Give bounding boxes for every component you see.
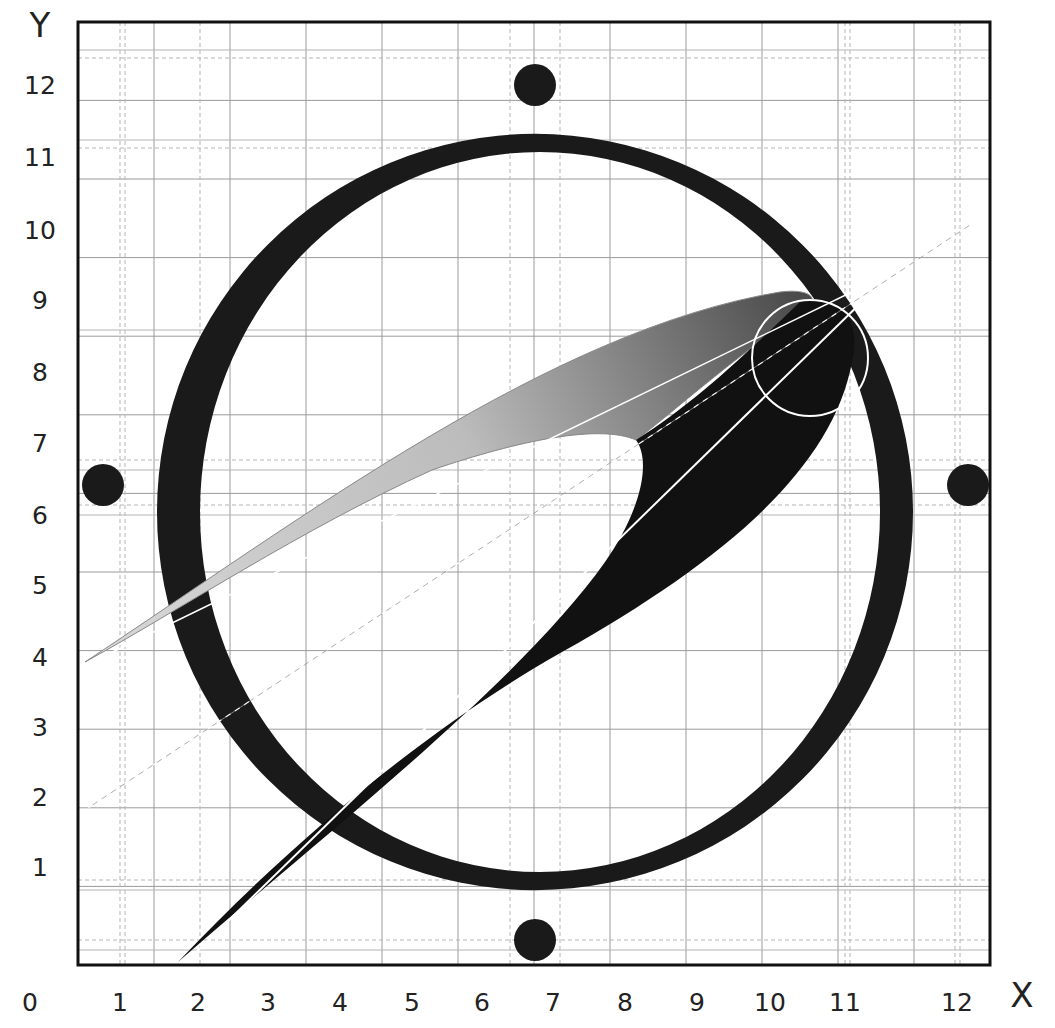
tick-number: 2 — [190, 990, 206, 1015]
grid-line — [78, 58, 990, 59]
grid-line — [78, 460, 990, 461]
grid-line — [850, 22, 851, 965]
tick-number: 8 — [617, 990, 633, 1015]
grid-lines — [78, 22, 990, 965]
registration-dot — [514, 919, 556, 961]
grid-line — [78, 515, 990, 516]
grid-line — [78, 257, 990, 258]
grid-line — [78, 179, 990, 180]
tick-number: 4 — [32, 645, 48, 670]
tick-number: 11 — [24, 145, 56, 170]
construction-circle — [752, 300, 868, 416]
construction-line — [182, 292, 872, 966]
construction-line — [88, 288, 860, 664]
grid-line — [78, 505, 990, 506]
tick-number: 4 — [332, 990, 348, 1015]
grid-line — [78, 470, 990, 471]
registration-dot — [82, 464, 124, 506]
axis-label: X — [1010, 978, 1033, 1012]
tick-number: 9 — [689, 990, 705, 1015]
registration-dot — [947, 464, 989, 506]
grid-line — [125, 22, 126, 965]
tick-number: 3 — [32, 715, 48, 740]
tick-number: 7 — [545, 990, 561, 1015]
tick-number: 0 — [22, 990, 38, 1015]
tick-number: 8 — [32, 360, 48, 385]
tick-number: 1 — [32, 855, 48, 880]
tick-number: 12 — [941, 990, 973, 1015]
construction-line — [88, 225, 970, 808]
grid-line — [845, 22, 846, 965]
tick-number: 5 — [404, 990, 420, 1015]
grid-line — [610, 22, 611, 965]
tick-number: 1 — [112, 990, 128, 1015]
grid-line — [510, 22, 511, 965]
tick-number: 9 — [32, 288, 48, 313]
outer-ring — [157, 134, 913, 890]
tick-number: 5 — [32, 573, 48, 598]
grid-line — [560, 22, 561, 965]
frame — [78, 22, 990, 965]
grid-line — [78, 50, 990, 51]
grid-line — [838, 22, 839, 965]
grid-line — [78, 493, 990, 494]
tick-number: 2 — [32, 785, 48, 810]
tick-number: 11 — [829, 990, 861, 1015]
axis-label: Y — [30, 8, 51, 42]
tick-number: 6 — [32, 503, 48, 528]
grid-line — [914, 22, 915, 965]
tick-number: 3 — [260, 990, 276, 1015]
construction-line — [88, 225, 970, 808]
registration-dot — [514, 64, 556, 106]
tick-number: 12 — [24, 73, 56, 98]
dark-delta — [178, 299, 854, 962]
tick-number: 10 — [24, 218, 56, 243]
tick-number: 7 — [32, 431, 48, 456]
tick-number: 10 — [754, 990, 786, 1015]
tick-number: 6 — [474, 990, 490, 1015]
